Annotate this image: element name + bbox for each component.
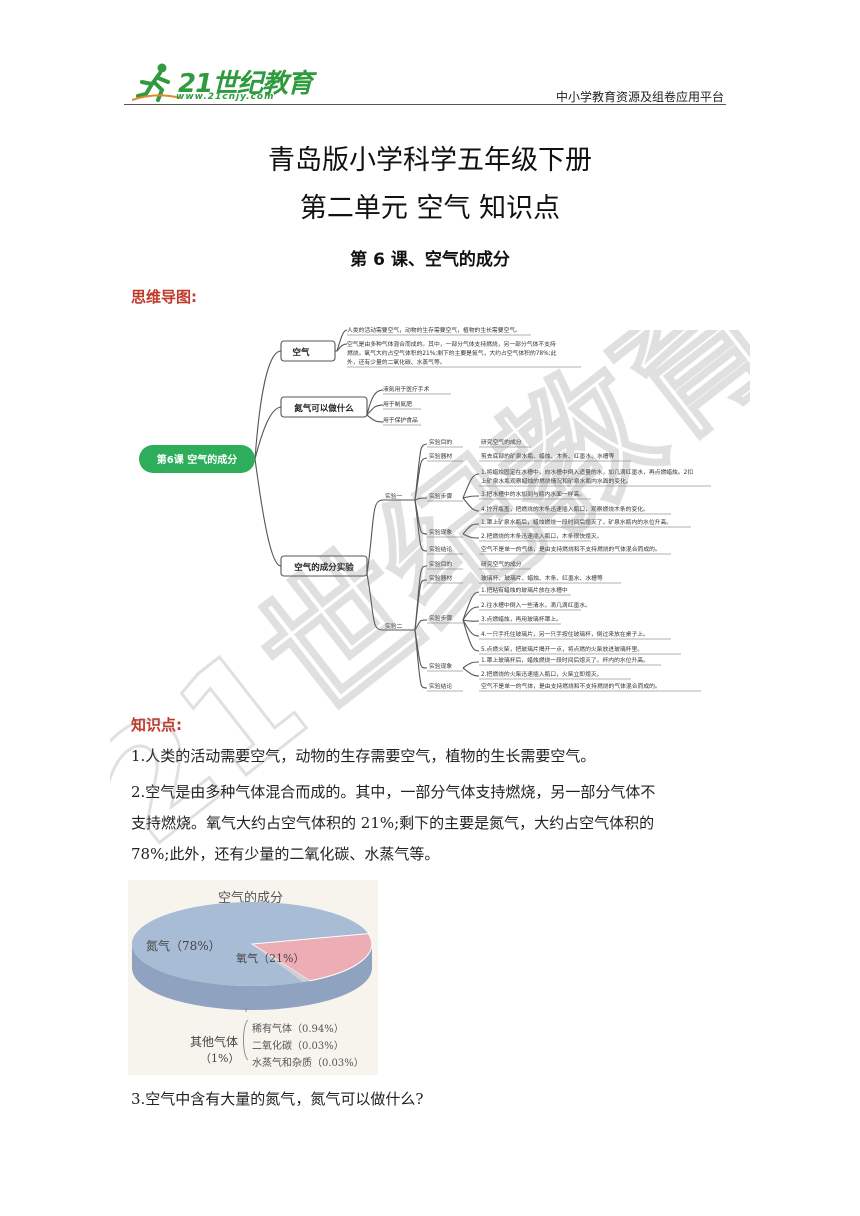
pie-label-co2: 二氧化碳（0.03%） [252, 1039, 344, 1052]
pie-label-nitrogen: 氮气（78%） [146, 938, 221, 953]
mm-exp2-material: 玻璃杯、玻璃片、蜡烛、木条、红墨水、水槽等 [481, 574, 603, 582]
mm-exp2-result-label: 实验现象 [429, 662, 452, 670]
knowledge-point-1: 1.人类的活动需要空气，动物的生存需要空气，植物的生长需要空气。 [131, 741, 731, 772]
mindmap-node-nitrogen-label: 氮气可以做什么 [294, 403, 354, 414]
knowledge-heading: 知识点: [131, 716, 182, 734]
mm-exp2-purpose: 研究空气的成分 [481, 560, 522, 568]
mm-exp1-purpose-label: 实验目的 [429, 438, 452, 446]
mm-nitrogen-item-1: 液氮用于医疗手术 [383, 385, 430, 393]
mm-exp1-material-label: 实验器材 [429, 452, 452, 460]
knowledge-point-2-line-3: 78%;此外，还有少量的二氧化碳、水蒸气等。 [131, 845, 440, 863]
mm-exp1-result1: 1.罩上矿泉水瓶后，蜡烛燃烧一段时间后熄灭了，矿泉水瓶内的水位升高。 [481, 518, 672, 526]
pie-label-oxygen: 氧气（21%） [236, 951, 304, 965]
mm-exp2-label: 实验二 [385, 622, 403, 630]
mm-exp1-label: 实验一 [385, 492, 403, 500]
knowledge-point-2-line-2: 支持燃烧。氧气大约占空气体积的 21%;剩下的主要是氮气，大约占空气体积的 [131, 814, 655, 832]
mm-air-note2a: 空气是由多种气体混合而成的。其中，一部分气体支持燃烧，另一部分气体不支持 [347, 340, 556, 348]
knowledge-point-2: 2.空气是由多种气体混合而成的。其中，一部分气体支持燃烧，另一部分气体不 支持燃… [131, 777, 731, 870]
air-composition-pie-figure: 空气的成分 氮气（78%） 氧气（21%） 其他气体 （1%） 稀有气体（0.9… [128, 880, 378, 1075]
mm-exp1-result-label: 实验现象 [429, 528, 452, 536]
logo-text: 21世纪教育 [178, 69, 313, 99]
pie-slice-nitrogen [131, 902, 369, 987]
pie-slice-other [252, 944, 310, 982]
mm-air-note1: 人类的活动需要空气，动物的生存需要空气，植物的生长需要空气。 [347, 326, 521, 334]
doc-title: 青岛版小学科学五年级下册 [268, 145, 592, 176]
runner-logo-icon [132, 63, 180, 102]
mm-exp1-material: 剪去底部的矿泉水瓶、蜡烛、木条、红墨水、水槽等 [481, 452, 615, 460]
knowledge-point-1-text: 1.人类的活动需要空气，动物的生存需要空气，植物的生长需要空气。 [131, 747, 596, 765]
doc-subtitle: 第二单元 空气 知识点 [299, 193, 561, 224]
mindmap-root-node [139, 445, 255, 473]
pie-label-other: 其他气体 [190, 1034, 238, 1049]
logo-url: www.21cnjy.com [176, 92, 275, 102]
mm-exp2-conclusion-label: 实验结论 [429, 682, 452, 690]
mindmap-node-air-label: 空气 [292, 347, 310, 358]
mindmap: 第6课 空气的成分 空气 氮气可以做什么 空气的成分实验 人类的活动需要空气，动… [139, 326, 711, 692]
pie-label-rare-gas: 稀有气体（0.94%） [252, 1022, 344, 1035]
knowledge-point-2-line-1: 2.空气是由多种气体混合而成的。其中，一部分气体支持燃烧，另一部分气体不 [131, 783, 656, 801]
mindmap-node-experiment-label: 空气的成分实验 [294, 562, 354, 573]
mindmap-root-label: 第6课 空气的成分 [157, 453, 237, 466]
mm-exp1-conclusion: 空气不是单一的气体，是由支持燃烧和不支持燃烧的气体混合而成的。 [481, 545, 661, 553]
mm-nitrogen-item-2: 用于制氮肥 [383, 400, 412, 408]
mindmap-node-experiment [280, 555, 368, 577]
mindmap-node-air [280, 340, 336, 362]
lesson-title: 第 6 课、空气的成分 [350, 250, 510, 270]
mm-exp1-step1b: 上矿泉水瓶观察蜡烛的燃烧情况和矿泉水瓶内水面的变化。 [481, 477, 632, 485]
mm-air-note2c: 外，还有少量的二氧化碳、水蒸气等。 [347, 358, 446, 366]
pie-label-vapor: 水蒸气和杂质（0.03%） [252, 1056, 364, 1069]
mm-exp1-conclusion-label: 实验结论 [429, 545, 452, 553]
mm-exp2-result2: 2.把燃烧的火柴迅速插入瓶口，火柴立即熄灭。 [481, 670, 602, 678]
pie-side-wall [132, 944, 372, 1010]
pie-slice-oxygen [250, 933, 373, 982]
platform-name: 中小学教育资源及组卷应用平台 [555, 90, 724, 104]
pie-title: 空气的成分 [218, 890, 283, 906]
mm-air-note2b: 燃烧。氧气大约占空气体积的21%;剩下的主要是氮气，大约占空气体积的78%;此 [347, 349, 557, 357]
mm-exp2-step1: 1.把粘有蜡烛的玻璃片放在水槽中 [481, 586, 568, 594]
mm-exp1-step1a: 1.将蜡烛固定在水槽中，向水槽中倒入适量的水，加几滴红墨水，再点燃蜡烛。2扣 [481, 468, 693, 476]
mm-exp2-step2: 2.往水槽中倒入一些清水，滴几滴红墨水。 [481, 601, 591, 609]
mm-exp1-step3: 3.把水槽中的水加到与瓶内水面一样高。 [481, 490, 585, 498]
mm-exp2-steps-label: 实验步骤 [429, 614, 452, 622]
mindmap-heading: 思维导图: [131, 288, 197, 306]
knowledge-point-3-text: 3.空气中含有大量的氮气，氮气可以做什么? [131, 1090, 424, 1108]
mm-exp2-conclusion: 空气不是单一的气体，是由支持燃烧和不支持燃烧的气体混合而成的。 [481, 682, 661, 690]
mm-exp1-steps-label: 实验步骤 [429, 492, 452, 500]
mindmap-node-nitrogen [280, 396, 368, 418]
mm-exp1-purpose: 研究空气的成分 [481, 438, 522, 446]
page-header: 21世纪教育 www.21cnjy.com 中小学教育资源及组卷应用平台 [124, 60, 724, 106]
knowledge-point-3: 3.空气中含有大量的氮气，氮气可以做什么? [131, 1084, 731, 1115]
mm-exp1-result2: 2.把燃烧的木条迅速插入瓶口，木条很快熄灭。 [481, 532, 602, 540]
header-divider [124, 104, 726, 105]
mm-exp2-step4: 4.一只手托住玻璃片，另一只手按住玻璃杯，倒过来放在桌子上。 [481, 630, 649, 638]
mm-exp2-material-label: 实验器材 [429, 574, 452, 582]
pie-label-other-pct: （1%） [200, 1052, 239, 1065]
mm-exp2-step5: 5.点燃火柴，把玻璃片揭开一点，将点燃的火柴放进玻璃杯里。 [481, 645, 643, 653]
mm-exp2-step3: 3.点燃蜡烛，再用玻璃杯罩上。 [481, 615, 562, 623]
mm-nitrogen-item-3: 用于保护食品 [383, 416, 418, 424]
mm-exp1-step4: 4.拧开瓶盖，把燃烧的木条迅速插入瓶口，观察燃烧木条的变化。 [481, 505, 649, 513]
mm-exp2-result1: 1.罩上玻璃杯后，蜡烛燃烧一段时间后熄灭了。杯内的水位升高。 [481, 656, 649, 664]
mm-exp2-purpose-label: 实验目的 [429, 560, 452, 568]
